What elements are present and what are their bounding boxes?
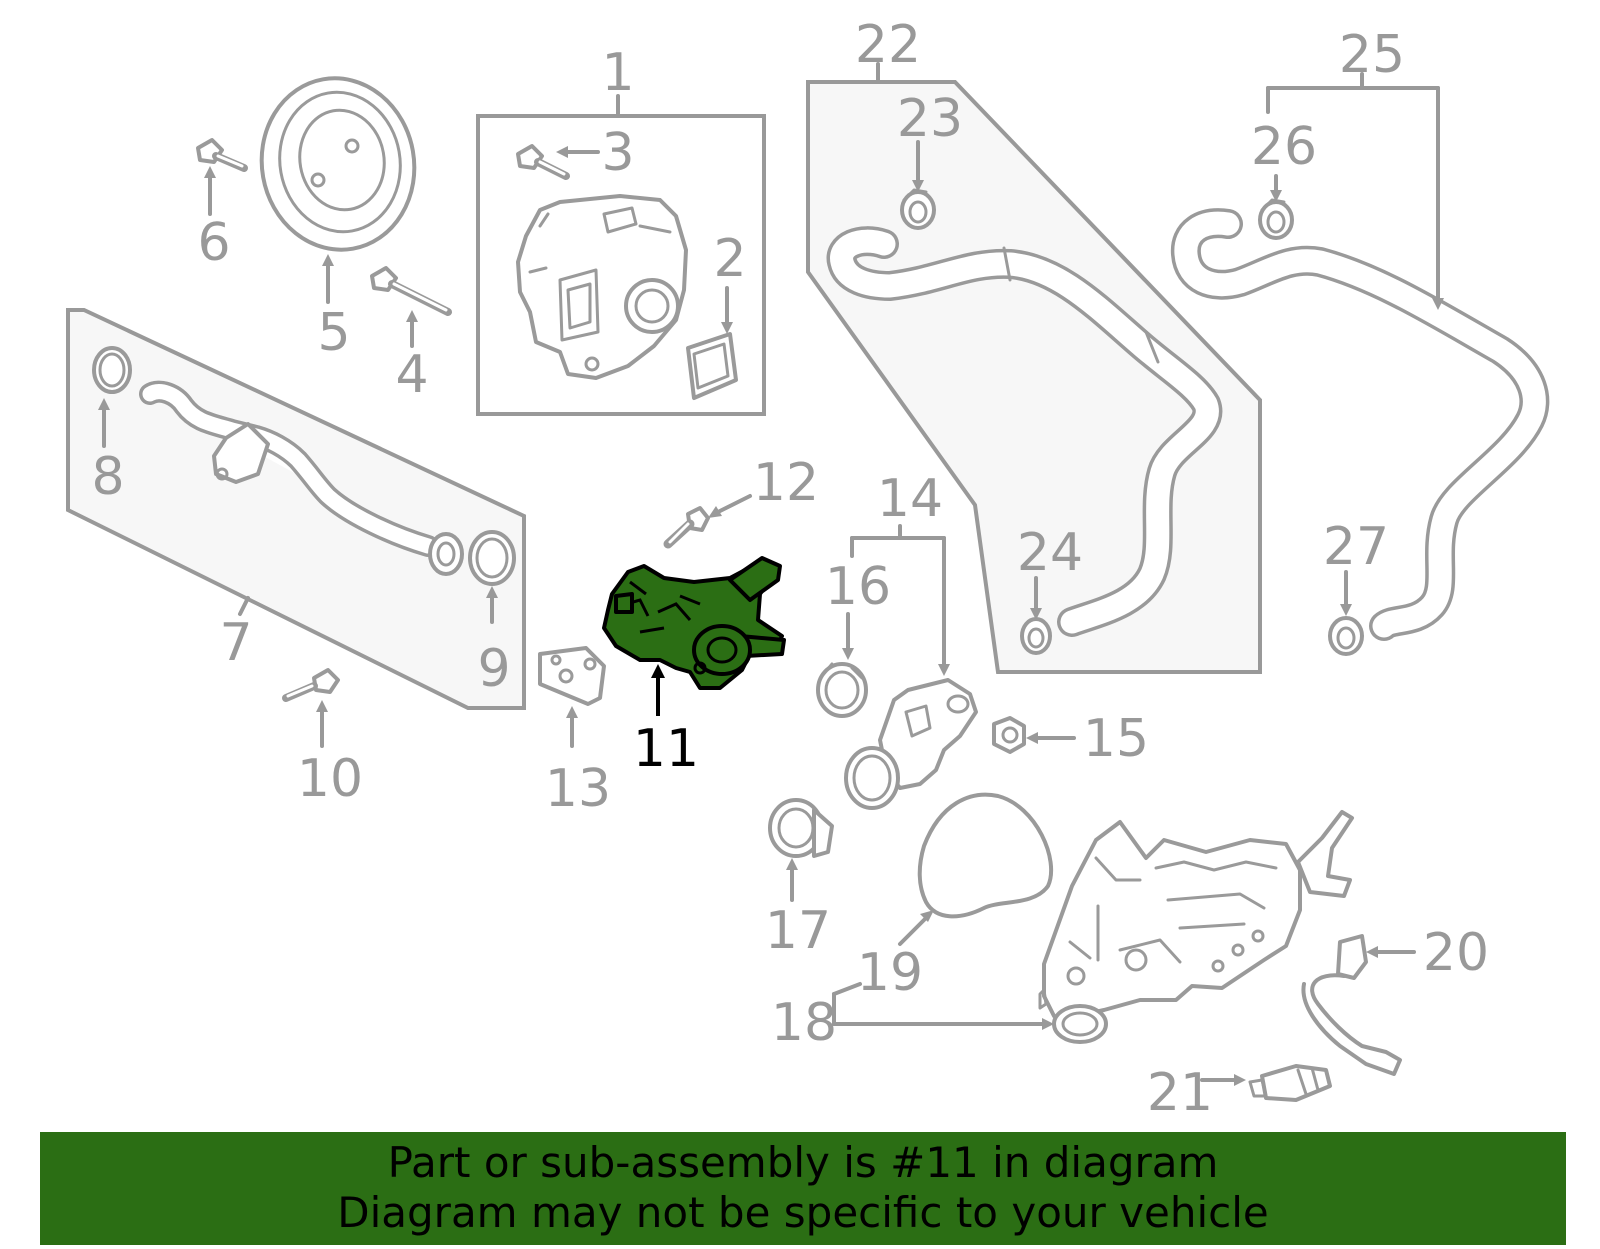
callout-18: 18: [771, 993, 837, 1053]
callout-12: 12: [753, 453, 819, 513]
callout-6: 6: [197, 213, 230, 273]
sensor-part-21: [1248, 1064, 1332, 1102]
callout-27: 27: [1323, 517, 1389, 577]
callout-26: 26: [1251, 117, 1317, 177]
callout-11: 11: [633, 719, 699, 779]
callout-labels: 1 2 3 4 5 6 7 8 9 10 11 12 13 14 15 16 1…: [91, 15, 1489, 1123]
banner-part-note: Part or sub-assembly is #11 in diagram: [387, 1138, 1219, 1187]
callout-19: 19: [857, 943, 923, 1003]
clamp-part-16: [816, 662, 868, 718]
callout-21: 21: [1147, 1063, 1213, 1123]
callout-3: 3: [601, 123, 634, 183]
gasket-part-13: [538, 646, 606, 706]
callout-22: 22: [855, 15, 921, 75]
group-box-7: [66, 308, 526, 710]
o-ring-part-8: [92, 346, 132, 394]
housing-part-18: [1038, 810, 1354, 1044]
clamp-part-17: [768, 798, 834, 858]
callout-16: 16: [825, 557, 891, 617]
o-ring-part-9: [468, 530, 516, 586]
bolt-part-10: [282, 668, 340, 702]
callout-23: 23: [897, 89, 963, 149]
pipe-part-7: [139, 380, 464, 576]
clamp-part-26: [1258, 198, 1294, 240]
banner-disclaimer: Diagram may not be specific to your vehi…: [337, 1188, 1269, 1237]
callout-1: 1: [601, 43, 634, 103]
callout-4: 4: [395, 345, 428, 405]
pulley-part-5: [259, 76, 417, 252]
water-pump-part-1: [516, 194, 688, 380]
callout-10: 10: [297, 749, 363, 809]
callout-8: 8: [91, 447, 124, 507]
bolt-part-3: [516, 144, 570, 180]
callout-15: 15: [1083, 709, 1149, 769]
thermostat-housing-part-14: [844, 678, 978, 810]
callout-2: 2: [713, 229, 746, 289]
hose-part-25: [1170, 208, 1550, 641]
sensor-part-20: [1301, 934, 1402, 1076]
bolt-part-4: [370, 266, 452, 316]
hose-part-22: [826, 226, 1223, 637]
callout-5: 5: [317, 303, 350, 363]
callout-7: 7: [219, 613, 252, 673]
clamp-part-23: [900, 188, 936, 230]
clamp-part-27: [1328, 616, 1364, 656]
info-banner: Part or sub-assembly is #11 in diagram D…: [40, 1132, 1566, 1245]
nut-part-15: [992, 716, 1026, 754]
callout-25: 25: [1339, 25, 1405, 85]
clamp-part-24: [1020, 617, 1052, 655]
bolt-part-6: [196, 138, 248, 172]
gasket-part-19: [917, 792, 1054, 919]
bolt-part-12: [663, 506, 710, 549]
callout-14: 14: [877, 469, 943, 529]
callout-24: 24: [1017, 523, 1083, 583]
callout-9: 9: [477, 639, 510, 699]
callout-20: 20: [1423, 923, 1489, 983]
gasket-part-2: [686, 332, 738, 400]
leader-lines: [98, 62, 1444, 1086]
callout-13: 13: [545, 759, 611, 819]
housing-part-11-highlighted: [602, 556, 786, 690]
callout-17: 17: [765, 901, 831, 961]
